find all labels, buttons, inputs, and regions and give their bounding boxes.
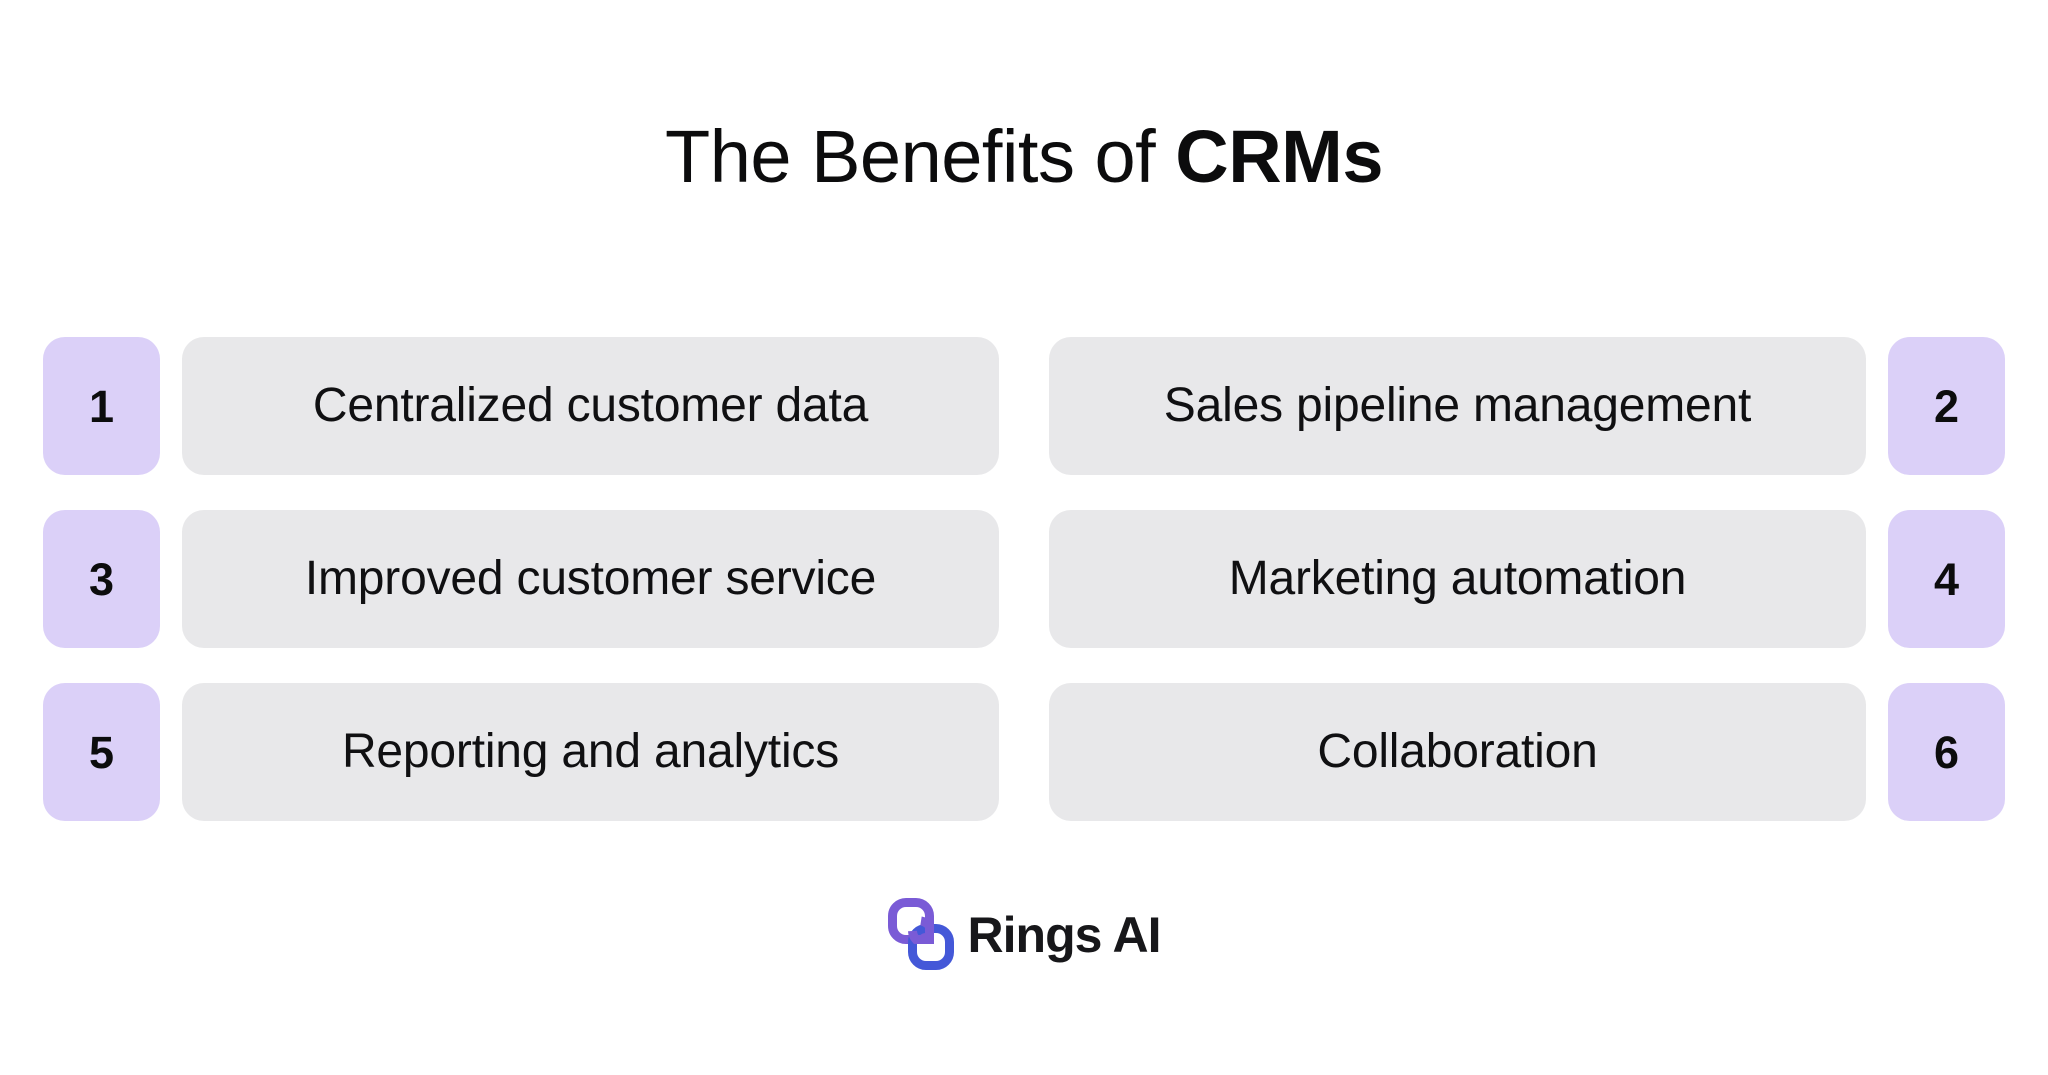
benefit-item-2[interactable]: 2 Sales pipeline management [1049, 337, 2005, 475]
title-strong-part: CRMs [1175, 115, 1383, 198]
benefits-row: 5 Reporting and analytics 6 Collaboratio… [43, 683, 2005, 821]
benefit-number-3: 3 [88, 553, 115, 605]
benefit-label-4: Marketing automation [1228, 551, 1687, 605]
title-light-part: The Benefits of [665, 115, 1176, 198]
benefit-number-5: 5 [88, 726, 115, 778]
title-text: The Benefits of CRMs [0, 118, 2048, 196]
benefit-label-3: Improved customer service [304, 551, 877, 605]
benefit-number-badge-6: 6 [1888, 683, 2005, 821]
benefit-pill-2[interactable]: Sales pipeline management [1049, 337, 1866, 475]
benefit-item-5[interactable]: 5 Reporting and analytics [43, 683, 999, 821]
benefit-number-2: 2 [1933, 380, 1960, 432]
page-title: The Benefits of CRMs [0, 118, 2048, 196]
benefits-grid: 1 Centralized customer data 2 Sales pipe… [43, 337, 2005, 821]
benefit-number-4: 4 [1933, 553, 1960, 605]
rings-interlocking-squares-icon [887, 898, 954, 970]
benefit-pill-4[interactable]: Marketing automation [1049, 510, 1866, 648]
benefit-pill-6[interactable]: Collaboration [1049, 683, 1866, 821]
benefit-number-badge-4: 4 [1888, 510, 2005, 648]
benefit-pill-1[interactable]: Centralized customer data [182, 337, 999, 475]
benefit-label-1: Centralized customer data [312, 378, 869, 432]
benefit-label-2: Sales pipeline management [1163, 378, 1752, 432]
benefit-number-badge-2: 2 [1888, 337, 2005, 475]
benefit-number-1: 1 [88, 380, 115, 432]
benefit-label-6: Collaboration [1317, 724, 1598, 778]
benefits-row: 3 Improved customer service 4 Marketing … [43, 510, 2005, 648]
benefit-number-badge-5: 5 [43, 683, 160, 821]
benefit-label-5: Reporting and analytics [341, 724, 840, 778]
benefit-item-6[interactable]: 6 Collaboration [1049, 683, 2005, 821]
brand-footer: Rings AI [0, 898, 2048, 970]
benefit-item-4[interactable]: 4 Marketing automation [1049, 510, 2005, 648]
benefit-pill-5[interactable]: Reporting and analytics [182, 683, 999, 821]
benefit-pill-3[interactable]: Improved customer service [182, 510, 999, 648]
benefit-number-6: 6 [1933, 726, 1960, 778]
benefits-row: 1 Centralized customer data 2 Sales pipe… [43, 337, 2005, 475]
benefit-item-1[interactable]: 1 Centralized customer data [43, 337, 999, 475]
benefit-number-badge-1: 1 [43, 337, 160, 475]
benefit-item-3[interactable]: 3 Improved customer service [43, 510, 999, 648]
brand-name: Rings AI [967, 907, 1162, 963]
benefit-number-badge-3: 3 [43, 510, 160, 648]
